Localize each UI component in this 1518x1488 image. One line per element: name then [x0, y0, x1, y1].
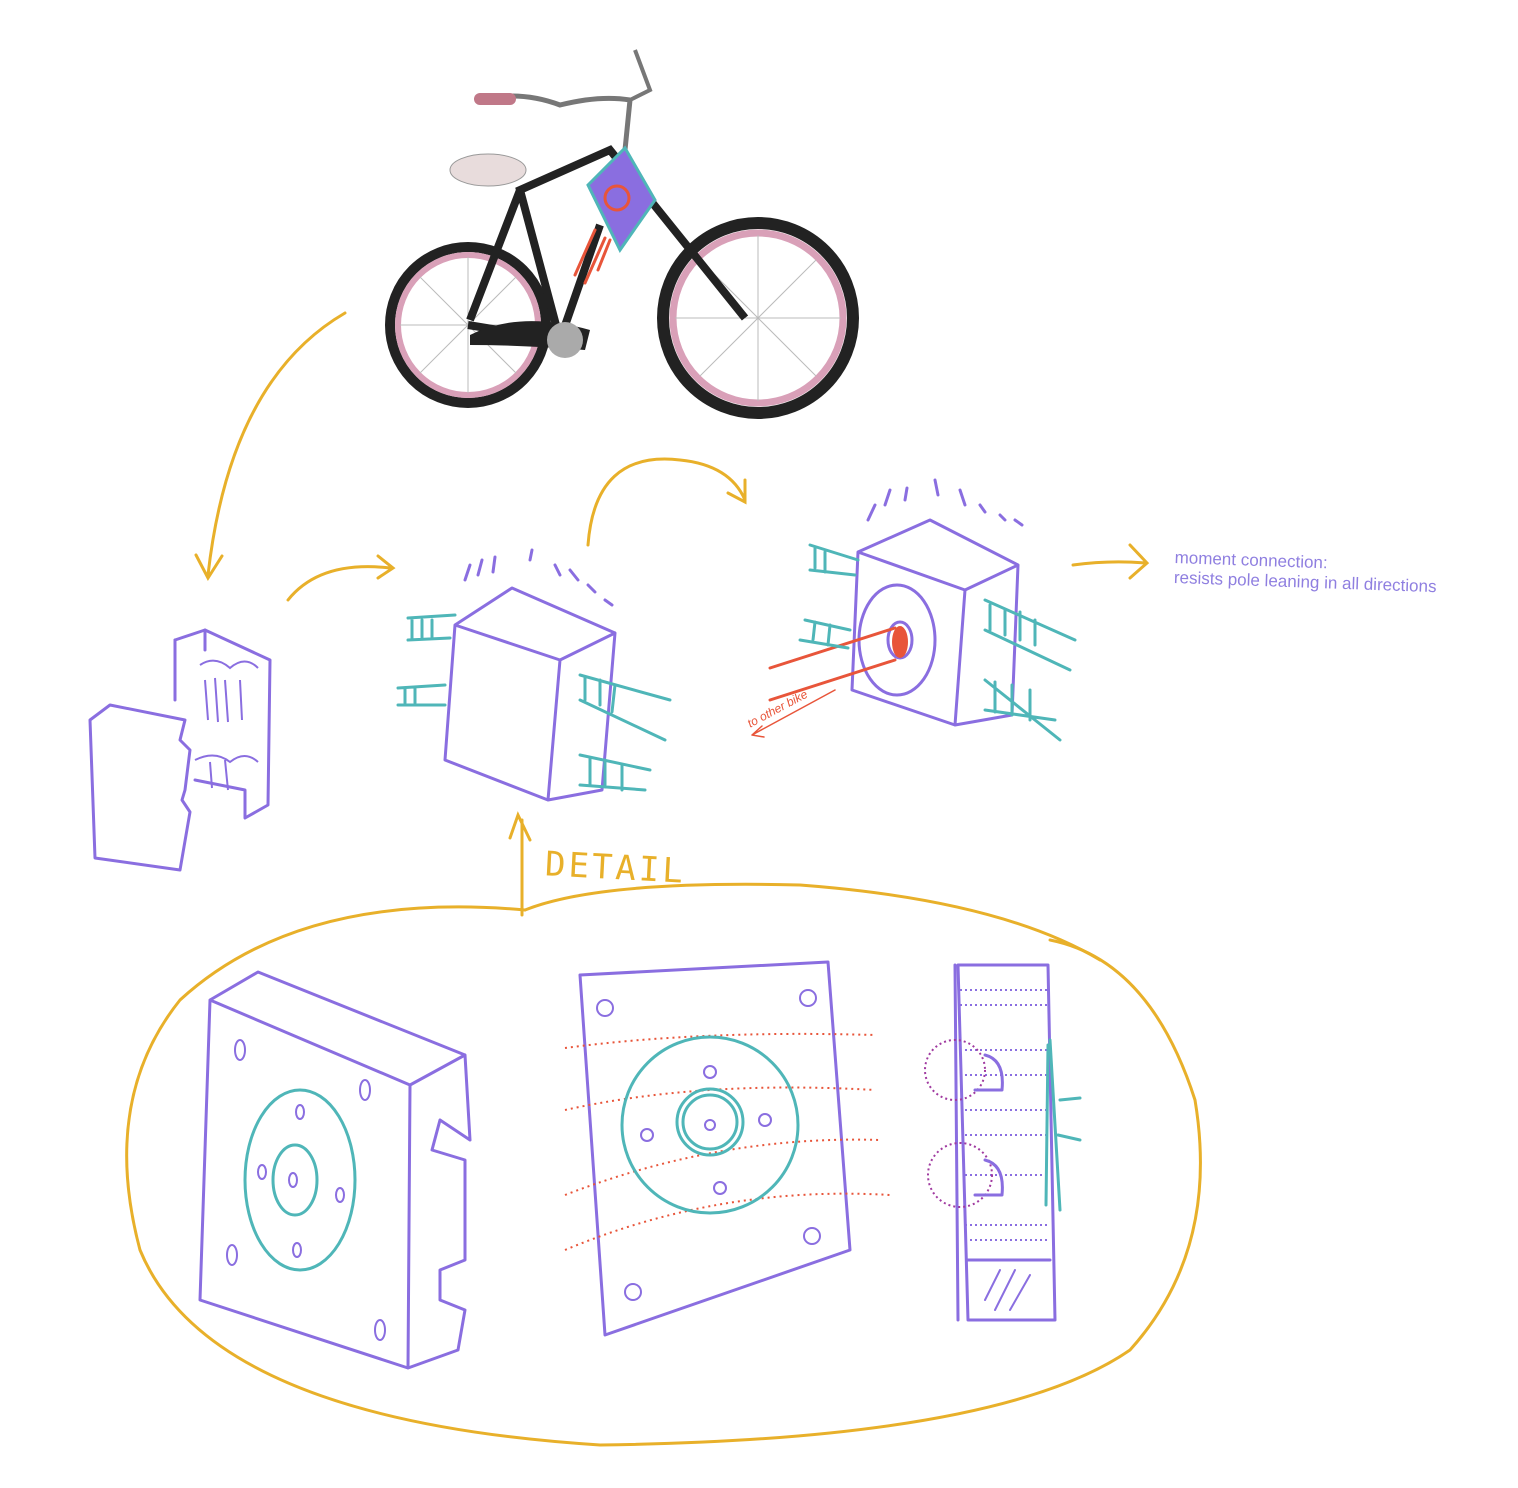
block-sketch [396, 548, 672, 802]
moment-block-sketch [751, 478, 1077, 742]
bike-sign [573, 145, 657, 285]
arrow-to-note [1071, 543, 1150, 580]
bicycle-photo [385, 49, 859, 419]
arrow-block-to-moment [586, 457, 747, 547]
plate-isometric-sketch [198, 970, 472, 1370]
clamp-sketch [88, 628, 272, 872]
arrow-detail-up [508, 811, 1102, 962]
arrow-clamp-to-block [286, 554, 396, 602]
plate-side-sketch [924, 963, 1082, 1322]
plate-front-sketch [564, 960, 891, 1337]
arrow-bike-to-clamp [194, 311, 347, 581]
detail-label: DETAIL [544, 844, 687, 892]
detail-boundary [125, 905, 1202, 1447]
